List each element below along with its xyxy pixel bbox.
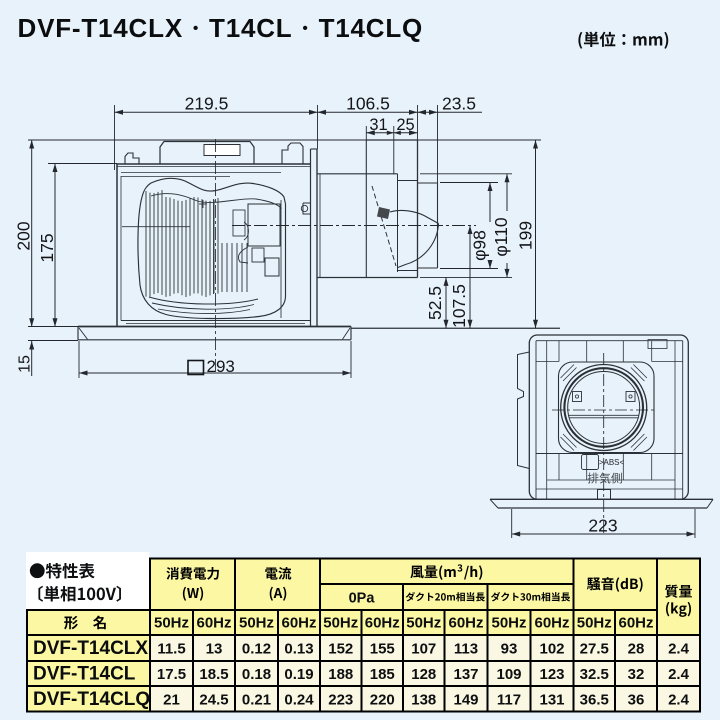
svg-text:60Hz: 60Hz (618, 615, 653, 632)
svg-text:25: 25 (396, 116, 414, 134)
svg-text:175: 175 (37, 233, 57, 262)
svg-text:31: 31 (369, 116, 387, 134)
svg-text:27.5: 27.5 (580, 641, 609, 658)
svg-text:0.12: 0.12 (242, 641, 271, 658)
svg-text:60Hz: 60Hz (448, 615, 483, 632)
svg-text:32.5: 32.5 (580, 666, 609, 683)
svg-text:17.5: 17.5 (157, 666, 186, 683)
svg-text:149: 149 (453, 691, 478, 708)
svg-text:>ABS<: >ABS< (599, 458, 625, 467)
svg-text:60Hz: 60Hz (281, 615, 316, 632)
svg-text:131: 131 (539, 691, 564, 708)
svg-text:13: 13 (206, 641, 223, 658)
svg-text:24.5: 24.5 (199, 691, 228, 708)
svg-text:0.13: 0.13 (284, 641, 313, 658)
svg-text:28: 28 (628, 641, 645, 658)
svg-text:2.4: 2.4 (668, 666, 690, 683)
svg-text:15: 15 (17, 355, 34, 373)
svg-text:21: 21 (163, 691, 180, 708)
svg-text:0.18: 0.18 (242, 666, 271, 683)
svg-text:DVF-T14CLQ: DVF-T14CLQ (33, 689, 150, 710)
svg-text:50Hz: 50Hz (323, 615, 358, 632)
svg-text:117: 117 (497, 691, 521, 708)
svg-text:60Hz: 60Hz (534, 615, 569, 632)
svg-text:109: 109 (496, 666, 521, 683)
svg-text:107.5: 107.5 (449, 284, 469, 328)
svg-text:93: 93 (501, 641, 518, 658)
svg-text:220: 220 (370, 691, 395, 708)
svg-text:128: 128 (411, 666, 436, 683)
svg-text:11.5: 11.5 (157, 641, 185, 658)
svg-text:50Hz: 50Hz (577, 615, 612, 632)
svg-text:2.4: 2.4 (668, 691, 690, 708)
svg-text:23.5: 23.5 (442, 94, 476, 114)
svg-text:199: 199 (516, 221, 536, 250)
svg-text:219.5: 219.5 (185, 94, 229, 114)
svg-text:50Hz: 50Hz (491, 615, 526, 632)
svg-text:60Hz: 60Hz (365, 615, 400, 632)
svg-text:185: 185 (370, 666, 395, 683)
svg-text:102: 102 (539, 641, 564, 658)
svg-text:0Pa: 0Pa (349, 591, 376, 607)
svg-text:50Hz: 50Hz (154, 615, 189, 632)
svg-text:52.5: 52.5 (425, 286, 445, 320)
svg-text:0.19: 0.19 (284, 666, 313, 683)
svg-text:106.5: 106.5 (346, 94, 390, 114)
svg-text:50Hz: 50Hz (406, 615, 441, 632)
svg-text:DVF-T14CLX: DVF-T14CLX (33, 638, 148, 659)
svg-text:113: 113 (454, 641, 478, 658)
svg-text:φ110: φ110 (491, 217, 511, 257)
svg-text:123: 123 (539, 666, 564, 683)
svg-text:152: 152 (328, 641, 353, 658)
svg-text:DVF-T14CL: DVF-T14CL (33, 663, 136, 684)
svg-text:200: 200 (14, 221, 34, 250)
svg-text:36.5: 36.5 (580, 691, 609, 708)
svg-text:φ98: φ98 (470, 230, 490, 261)
svg-text:0.21: 0.21 (242, 691, 271, 708)
svg-text:60Hz: 60Hz (196, 615, 231, 632)
svg-text:2.4: 2.4 (668, 641, 690, 658)
svg-text:0.24: 0.24 (284, 691, 314, 708)
svg-text:293: 293 (207, 357, 235, 376)
svg-text:188: 188 (328, 666, 353, 683)
svg-text:107: 107 (411, 641, 436, 658)
svg-text:223: 223 (588, 516, 617, 536)
svg-text:155: 155 (370, 641, 395, 658)
svg-text:138: 138 (411, 691, 436, 708)
svg-text:137: 137 (453, 666, 478, 683)
svg-text:223: 223 (328, 691, 353, 708)
svg-text:50Hz: 50Hz (239, 615, 274, 632)
svg-text:18.5: 18.5 (199, 666, 228, 683)
svg-text:32: 32 (628, 666, 645, 683)
svg-text:36: 36 (628, 691, 645, 708)
